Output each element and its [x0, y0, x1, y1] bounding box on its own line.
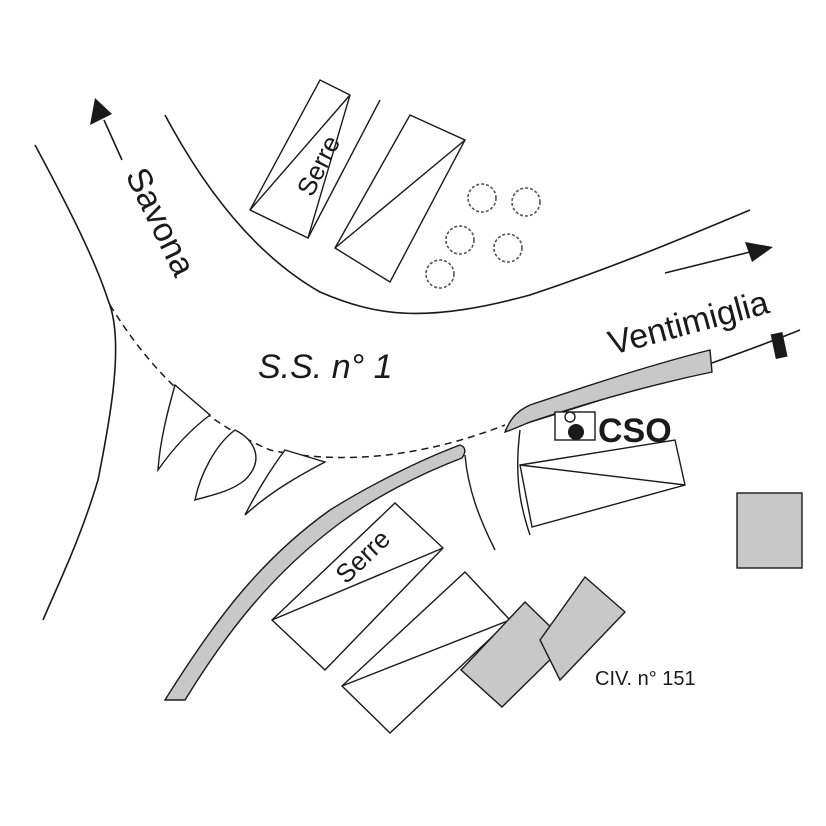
tree-icon — [493, 233, 523, 263]
address-label: CIV. n° 151 — [595, 668, 696, 690]
cso-building — [519, 439, 686, 528]
road-edge-inner — [164, 114, 751, 315]
tree-icon — [425, 259, 455, 289]
traffic-island-3 — [244, 449, 327, 516]
greenhouses-south — [270, 502, 511, 734]
road-centerline — [109, 304, 506, 459]
sidewalk-south — [163, 444, 466, 701]
road-name-label: S.S. n° 1 — [258, 348, 393, 386]
arrow-savona — [90, 98, 123, 161]
traffic-island-2 — [194, 429, 257, 501]
greenhouses-north — [249, 79, 466, 283]
road-marker — [770, 332, 788, 359]
direction-label-savona: Savona — [118, 162, 203, 282]
tree-icon — [511, 187, 541, 217]
cso-marker-open — [564, 411, 576, 423]
cso-label: CSO — [598, 412, 672, 450]
side-road-edge-1 — [464, 454, 496, 551]
building-2 — [539, 575, 627, 682]
cso-marker-filled — [568, 424, 584, 440]
building-east — [736, 492, 803, 569]
tree-icon — [467, 183, 497, 213]
tree-icon — [445, 225, 475, 255]
traffic-island-1 — [157, 383, 212, 473]
tree-cluster — [425, 183, 541, 289]
side-road-edge-2 — [517, 429, 531, 536]
road-edge-west — [34, 144, 117, 621]
arrow-ventimiglia — [664, 242, 773, 274]
